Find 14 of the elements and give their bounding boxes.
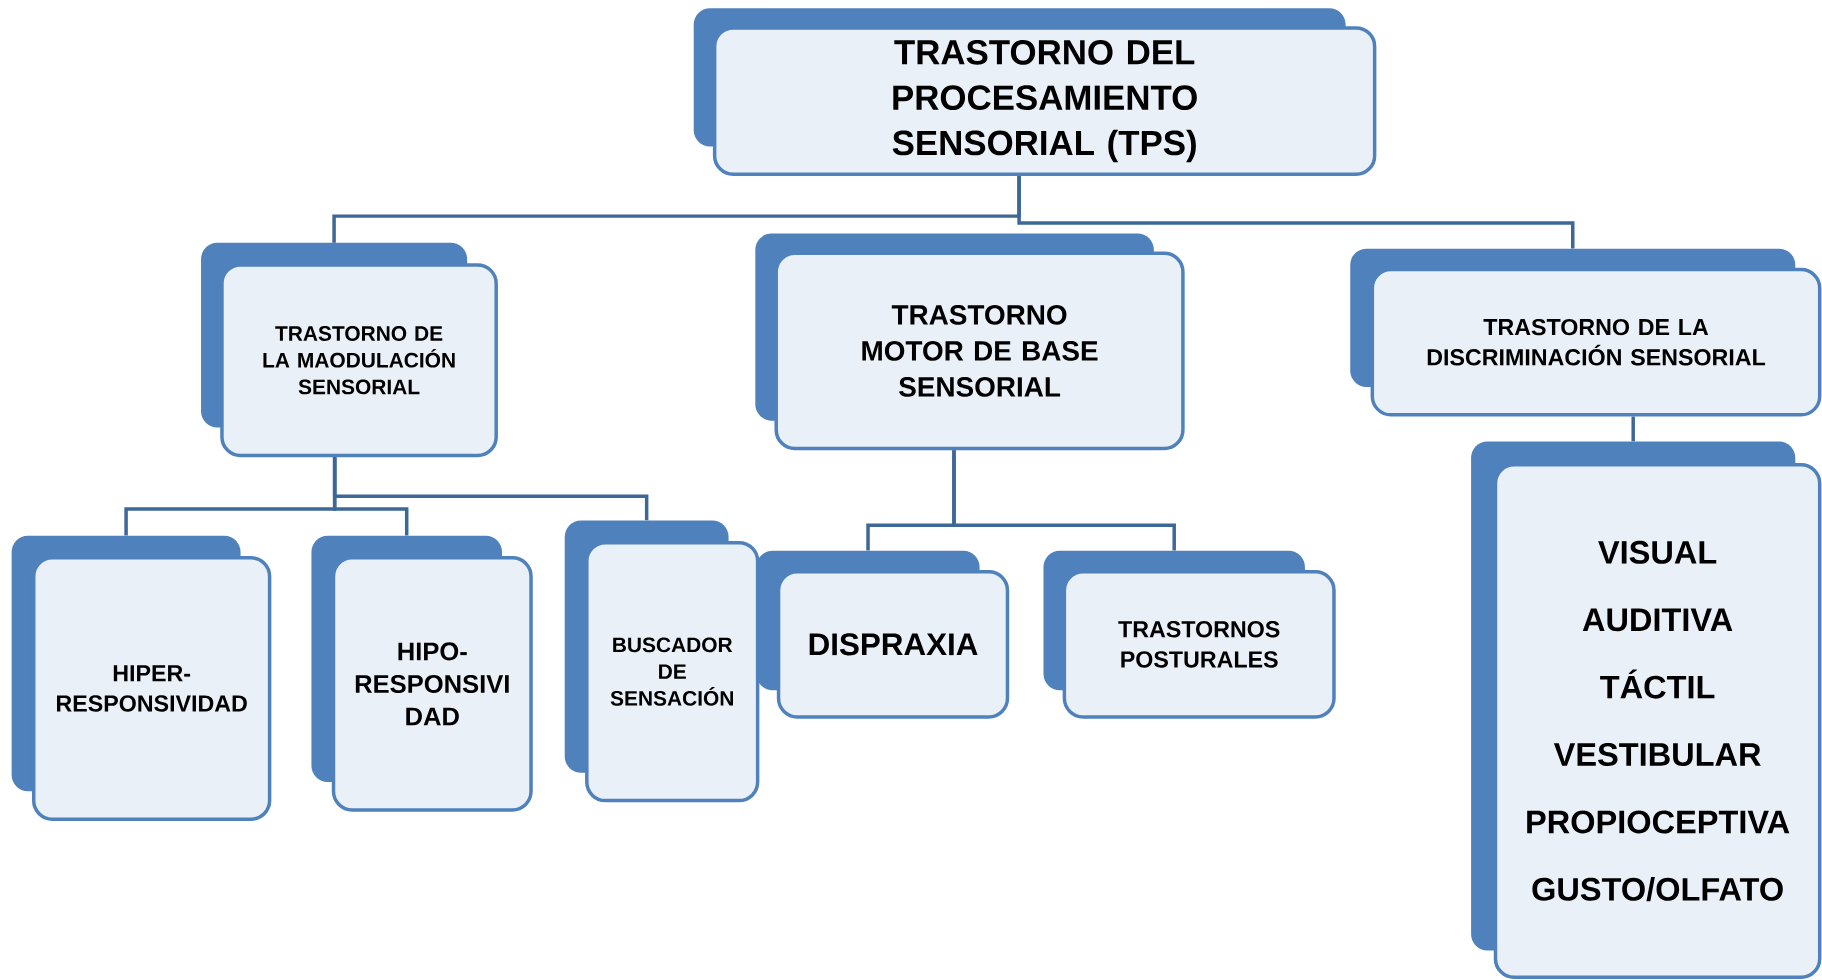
concept-box: DISPRAXIA (756, 551, 1010, 719)
connector-line (952, 450, 1176, 551)
concept-box: TRASTORNO DE LA MAODULACIÓN SENSORIAL (201, 243, 498, 458)
connector-line (1631, 416, 1635, 442)
connector-line (1017, 176, 1575, 249)
concept-box: TRASTORNO MOTOR DE BASE SENSORIAL (755, 233, 1185, 451)
concept-box: TRASTORNOS POSTURALES (1043, 551, 1336, 719)
concept-box: BUSCADOR DE SENSACIÓN (564, 520, 760, 803)
concept-box: HIPO- RESPONSIVI DAD (311, 535, 533, 812)
connector-line (332, 457, 649, 521)
concept-box: TRASTORNO DE LA DISCRIMINACIÓN SENSORIAL (1350, 248, 1822, 417)
concept-box: TRASTORNO DEL PROCESAMIENTO SENSORIAL (TPS) (693, 8, 1377, 177)
concept-box: VISUAL AUDITIVA TÁCTIL VESTIBULAR PROPIOCEPTIVA GUSTO/OLFATO (1471, 441, 1822, 980)
concept-box: HIPER- RESPONSIVIDAD (11, 535, 272, 822)
